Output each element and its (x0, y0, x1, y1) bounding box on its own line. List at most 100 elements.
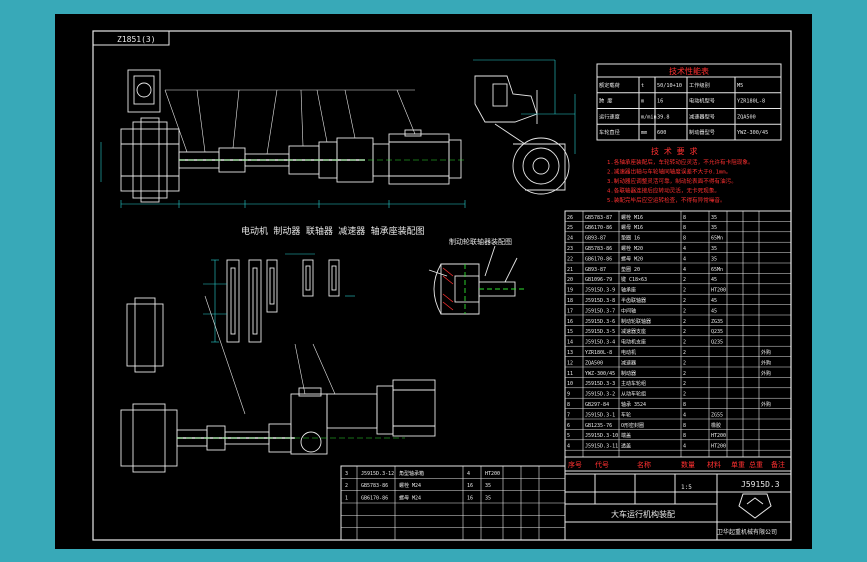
parts-cell: 螺母 M20 (621, 255, 643, 262)
parts-cell: 螺母 M16 (621, 224, 643, 231)
parts-cell: 电动机支座 (621, 339, 646, 346)
parts-cell: 8 (683, 433, 686, 439)
parts-cell: GB1235-76 (585, 423, 612, 429)
parts-cell: GB297-84 (585, 402, 609, 408)
param-cell: 工作级别 (689, 81, 710, 89)
parts-cell: ZG55 (711, 412, 723, 418)
parts-cell: 制动轮联轴器 (621, 318, 651, 325)
cad-viewport[interactable]: Z1851(3) (55, 14, 812, 549)
parts-cell: 中间轴 (621, 307, 636, 314)
parts-cell: 21 (567, 267, 573, 273)
parts-cell: 8 (683, 402, 686, 408)
parts-cell: J5915D.3-9 (585, 288, 615, 294)
parts-cell: J5915D.3-1 (585, 412, 615, 418)
param-cell: M5 (737, 83, 743, 89)
parts-cell: 16 (567, 319, 573, 325)
parts-cell: 2 (683, 340, 686, 346)
param-cell: 运行速度 (599, 112, 620, 120)
lower-cell: 螺母 M24 (399, 495, 421, 502)
parts-cell: 端盖 (621, 432, 631, 439)
parts-cell: J5915D.3-6 (585, 319, 615, 325)
parts-cell: 车轮 (621, 411, 631, 418)
code-tag: Z1851(3) (117, 35, 156, 44)
parts-cell: 14 (567, 340, 573, 346)
section-title: 电动机 制动器 联轴器 减速器 轴承座装配图 (241, 225, 425, 237)
parts-cell: 制动器 (621, 370, 636, 377)
parts-cell: 4 (683, 246, 686, 252)
parts-header-cell: 数量 (681, 460, 695, 469)
notes-title: 技 术 要 求 (651, 146, 697, 156)
param-cell: 50/10+10 (657, 83, 682, 89)
param-cell: 600 (657, 130, 666, 136)
parts-cell: 透盖 (621, 443, 631, 450)
parts-header-cell: 序号 (568, 460, 582, 469)
lower-cell: HT200 (485, 471, 500, 477)
parts-cell: 4 (683, 256, 686, 262)
param-cell: t (641, 83, 644, 89)
parts-cell: 2 (683, 319, 686, 325)
parts-cell: GB5783-87 (585, 215, 612, 221)
parts-cell: 电动机 (621, 349, 636, 356)
parts-header-cell: 总重 (749, 460, 763, 469)
note-line: 5.装配完毕后应空运转检查，不得有异常噪音。 (607, 196, 726, 204)
parts-cell: YZR180L-8 (585, 350, 612, 356)
parts-cell: GB5783-86 (585, 246, 612, 252)
title-block: J5915D.3 1:5 大车运行机构装配 卫华起重机械有限公司 (564, 473, 792, 541)
lower-cell: 1 (345, 496, 348, 502)
parts-cell: 8 (683, 423, 686, 429)
param-cell: ZQA500 (737, 114, 756, 120)
lower-cell: 2 (345, 483, 348, 489)
parts-cell: 垫圈 20 (621, 266, 640, 273)
section-views (226, 259, 340, 343)
parts-cell: J5915D.3-7 (585, 308, 615, 314)
drawing-name: 大车运行机构装配 (611, 509, 675, 519)
detail-hatch (442, 267, 454, 311)
parts-header-cell: 单重 (731, 460, 745, 469)
bottom-leader-lines (204, 295, 336, 415)
parts-cell: 外购 (761, 370, 771, 377)
parts-cell: 19 (567, 288, 573, 294)
parts-cell: J5915D.3-8 (585, 298, 615, 304)
technical-notes: 技 术 要 求 1.各轴承座装配后，车轮转动应灵活，不允许有卡阻现象。2.减速器… (607, 146, 754, 204)
lower-cell: J5915D.3-12 (361, 471, 394, 477)
parts-cell: GB93-87 (585, 236, 606, 242)
parts-cell: 4 (567, 444, 570, 450)
param-cell: 减速器型号 (689, 112, 715, 120)
parts-cell: 25 (567, 225, 573, 231)
parts-cell: YWZ-300/45 (585, 371, 615, 377)
parts-cell: 外购 (761, 359, 771, 366)
parts-cell: 轴承 3524 (621, 401, 646, 408)
parts-cell: 18 (567, 298, 573, 304)
param-cell: 电动机型号 (689, 97, 715, 105)
parts-cell: J5915D.3-10 (585, 433, 618, 439)
parts-cell: Q235 (711, 340, 723, 346)
param-cell: m (641, 99, 644, 105)
bottom-assembly-view (120, 297, 436, 473)
lower-cell: 16 (467, 496, 473, 502)
param-cell: 制动器型号 (689, 128, 715, 136)
parts-header-cell: 代号 (595, 460, 609, 469)
parts-cell: 4 (683, 412, 686, 418)
company-logo (738, 493, 772, 519)
parts-cell: 11 (567, 371, 573, 377)
parts-cell: 8 (683, 236, 686, 242)
parts-cell: 45 (711, 298, 717, 304)
parts-cell: 24 (567, 236, 573, 242)
parts-cell: 减速器 (621, 359, 636, 366)
param-cell: 跨 度 (599, 97, 613, 105)
parts-cell: ZG35 (711, 319, 723, 325)
note-line: 4.各联轴器连接后应转动灵活，无卡死现象。 (607, 187, 720, 195)
parts-cell: 橡胶 (711, 422, 721, 429)
drawing-number: J5915D.3 (741, 480, 780, 489)
lower-cell: 35 (485, 483, 491, 489)
parts-cell: 8 (683, 225, 686, 231)
parts-cell: 2 (683, 298, 686, 304)
parts-cell: 2 (683, 277, 686, 283)
parts-cell: 12 (567, 360, 573, 366)
parts-cell: 减速器支座 (621, 328, 646, 335)
parts-cell: 螺栓 M16 (621, 214, 643, 221)
parts-cell: 半齿联轴器 (621, 297, 646, 304)
parts-cell: 螺栓 M20 (621, 245, 643, 252)
parts-cell: 从动车轮组 (621, 391, 646, 398)
